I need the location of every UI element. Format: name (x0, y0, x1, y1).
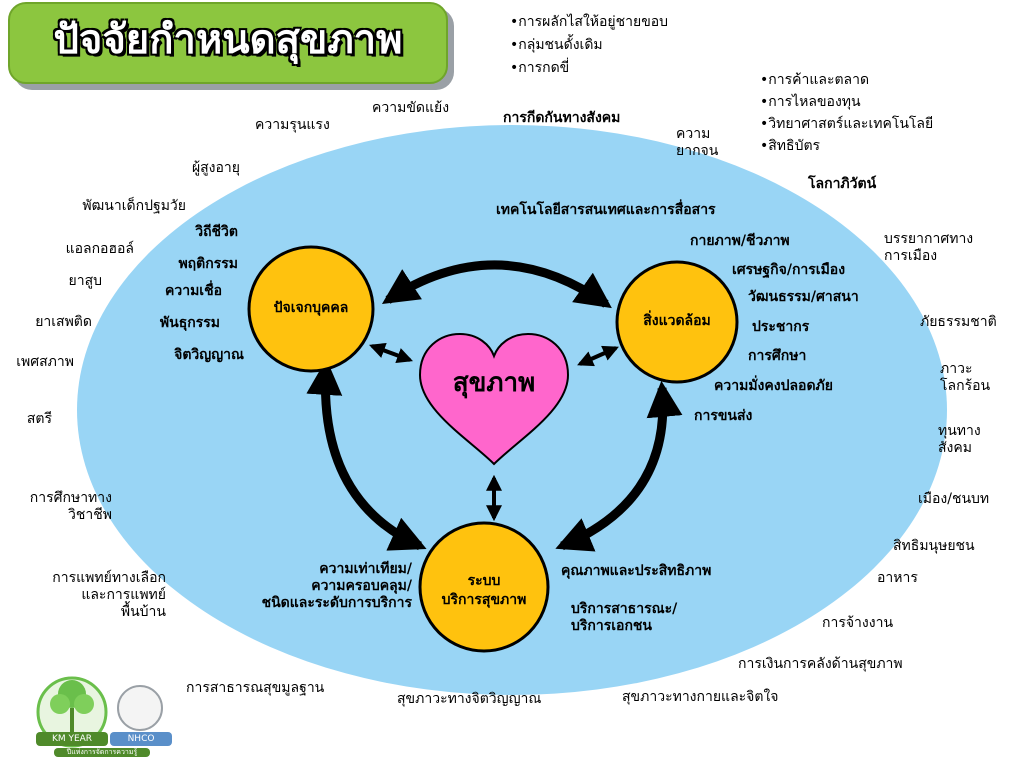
label-sexuality: เพศสภาพ (16, 354, 74, 370)
top-list-2-item-0: •การค้าและตลาด (760, 72, 870, 88)
label-public-private: บริการสาธารณะ/ บริการเอกชน (571, 601, 678, 634)
node-individual (247, 245, 375, 373)
label-population: ประชากร (752, 319, 810, 335)
node-health-label: สุขภาพ (452, 368, 536, 398)
top-list-2-item-1: •การไหลของทุน (760, 94, 861, 110)
top-list-1-item-2: •การกดขี่ (510, 60, 570, 76)
arrow-individual-health (368, 342, 414, 364)
label-behavior: พฤติกรรม (178, 256, 238, 272)
label-spiritual-health: สุขภาวะทางจิตวิญญาณ (397, 691, 542, 707)
node-individual-label: ปัจเจกบุคคล (273, 300, 349, 316)
label-lifestyle: วิถีชีวิต (195, 224, 238, 240)
top-list-1-item-0: •การผลักไสให้อยู่ชายขอบ (510, 14, 669, 30)
label-transport: การขนส่ง (694, 408, 753, 424)
heart-health (418, 332, 570, 466)
label-globalization: โลกาภิวัตน์ (808, 176, 877, 192)
label-physical-bio: กายภาพ/ชีวภาพ (690, 233, 790, 249)
label-women: สตรี (26, 411, 52, 427)
label-food: อาหาร (877, 570, 918, 586)
label-econ-politics: เศรษฐกิจ/การเมือง (732, 262, 846, 278)
label-security: ความมั่งคงปลอดภัย (714, 378, 833, 394)
label-elderly: ผู้สูงอายุ (191, 160, 240, 176)
label-quality: คุณภาพและประสิทธิภาพ (561, 563, 712, 579)
page-title: ปัจจัยกำหนดสุขภาพ (53, 17, 403, 63)
label-natural-disaster: ภัยธรรมชาติ (920, 314, 997, 330)
label-primary-care: การสาธารณสุขมูลฐาน (186, 680, 325, 696)
node-environment (615, 260, 739, 384)
label-political-climate: บรรยากาศทาง การเมือง (884, 231, 974, 264)
label-urban-rural: เมือง/ชนบท (918, 491, 990, 507)
top-list-2-item-2: •วิทยาศาสตร์และเทคโนโลยี (760, 116, 934, 132)
label-spirituality: จิตวิญญาณ (174, 347, 244, 363)
node-service (418, 521, 550, 653)
label-genetics: พันธุกรรม (159, 315, 220, 331)
title-badge: ปัจจัยกำหนดสุขภาพ (8, 2, 448, 84)
label-vocational: การศึกษาทาง วิชาชีพ (29, 490, 112, 523)
label-equity: ความเท่าเทียม/ ความครอบคลุม/ ชนิดและระดั… (261, 561, 412, 611)
label-physical-mental-health: สุขภาวะทางกายและจิตใจ (622, 689, 779, 705)
logo-badge-right: NHCO (127, 734, 155, 744)
label-conflict: ความขัดแย้ง (372, 100, 450, 116)
label-alcohol: แอลกอฮอล์ (65, 241, 134, 257)
label-drugs: ยาเสพติด (35, 314, 92, 330)
label-violence: ความรุนแรง (255, 117, 330, 133)
top-list-1-item-1: •กลุ่มชนดั้งเดิม (510, 37, 603, 53)
node-service-label-1: ระบบ (467, 573, 501, 589)
arrow-individual-service (306, 358, 427, 551)
label-culture-religion: วัฒนธรรม/ศาสนา (748, 289, 859, 305)
label-ict: เทคโนโลยีสารสนเทศและการสื่อสาร (496, 202, 716, 218)
label-human-rights: สิทธิมนุษยชน (893, 538, 975, 554)
node-service-label-2: บริการสุขภาพ (441, 592, 527, 608)
logo-caption: ปีแห่งการจัดการความรู้ (54, 748, 150, 757)
label-social-exclusion: การกีดกันทางสังคม (503, 110, 621, 126)
arrow-environment-health (577, 345, 619, 367)
node-environment-label: สิ่งแวดล้อม (643, 313, 711, 329)
label-social-capital: ทุนทาง สังคม (938, 423, 981, 456)
label-belief: ความเชื่อ (164, 283, 222, 299)
label-health-finance: การเงินการคลังด้านสุขภาพ (738, 656, 903, 672)
arrow-individual-environment (381, 260, 612, 309)
label-early-childhood: พัฒนาเด็กปฐมวัย (82, 198, 186, 214)
top-list-2-item-3: •สิทธิบัตร (760, 138, 821, 154)
logo-badge-left: KM YEAR (51, 734, 93, 744)
label-employment: การจ้างงาน (822, 615, 894, 631)
label-global-warming: ภาวะ โลกร้อน (940, 361, 991, 394)
label-tobacco: ยาสูบ (68, 273, 103, 289)
label-alt-medicine: การแพทย์ทางเลือก และการแพทย์ พื้นบ้าน (52, 570, 166, 620)
arrow-environment-service (555, 380, 683, 552)
label-education: การศึกษา (748, 348, 807, 364)
label-poverty: ความ ยากจน (676, 126, 719, 159)
